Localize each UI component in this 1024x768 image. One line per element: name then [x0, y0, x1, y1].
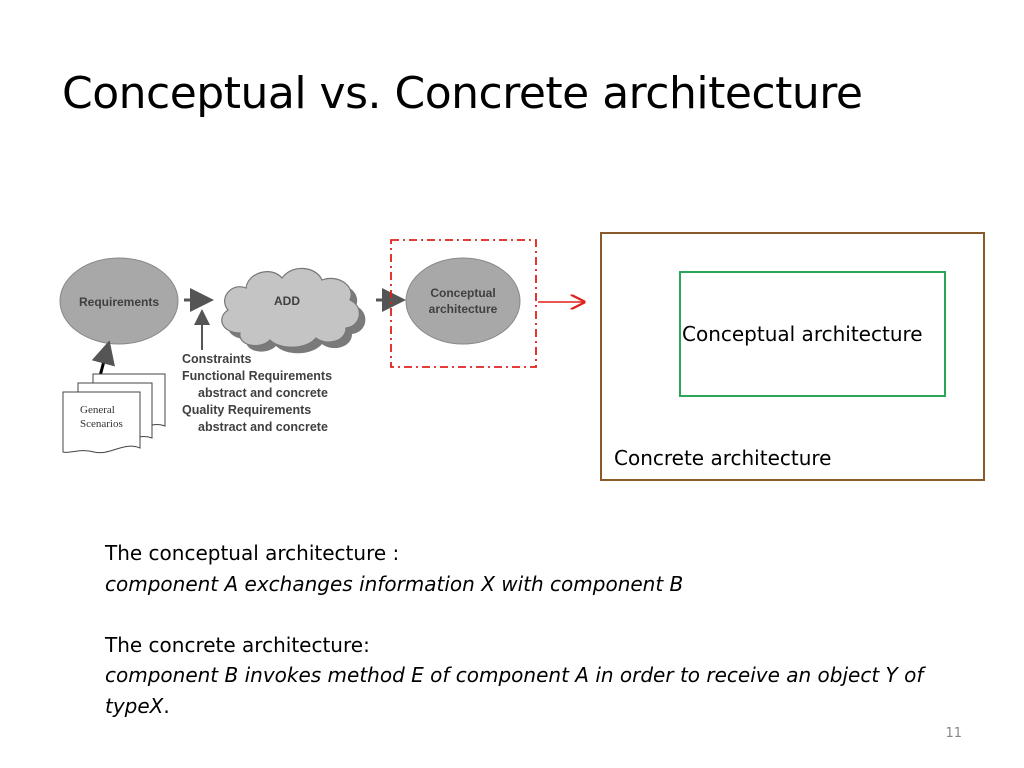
- input-functional: Functional Requirements: [182, 369, 332, 383]
- concrete-heading: The concrete architecture:: [105, 632, 370, 657]
- slide-title: Conceptual vs. Concrete architecture: [62, 68, 863, 119]
- conceptual-architecture-label: Conceptual architecture: [682, 322, 923, 346]
- general-scenarios-documents: [62, 373, 166, 454]
- input-functional-sub: abstract and concrete: [198, 386, 328, 400]
- input-quality-sub: abstract and concrete: [198, 420, 328, 434]
- concrete-description-line1: component B invokes method E of componen…: [105, 663, 924, 687]
- arrow-scenarios-requirements: [91, 340, 115, 377]
- input-quality: Quality Requirements: [182, 403, 311, 417]
- concrete-description-typex: typeX: [105, 693, 164, 718]
- add-label: ADD: [274, 294, 300, 308]
- scenarios-label-2: Scenarios: [80, 418, 123, 430]
- add-cloud-node: [221, 267, 366, 354]
- conceptual-description: component A exchanges information X with…: [105, 571, 684, 596]
- conceptual-architecture-box: [679, 271, 946, 397]
- conceptual-highlight-frame: [390, 239, 537, 368]
- concrete-architecture-box: [600, 232, 985, 481]
- conceptual-heading: The conceptual architecture :: [105, 541, 400, 565]
- requirements-label: Requirements: [79, 295, 159, 309]
- conceptual-node-label-2: architecture: [429, 302, 498, 316]
- body-text: The conceptual architecture : component …: [105, 538, 985, 721]
- concrete-description-line2: typeX.: [105, 691, 985, 722]
- requirements-node: [59, 257, 179, 345]
- input-constraints: Constraints: [182, 352, 252, 366]
- conceptual-node-label-1: Conceptual: [430, 286, 495, 300]
- conceptual-architecture-node: [405, 257, 521, 345]
- page-number: 11: [945, 726, 962, 741]
- concrete-description-period: .: [163, 693, 170, 718]
- concrete-architecture-label: Concrete architecture: [614, 446, 832, 470]
- scenarios-label-1: General: [80, 404, 115, 416]
